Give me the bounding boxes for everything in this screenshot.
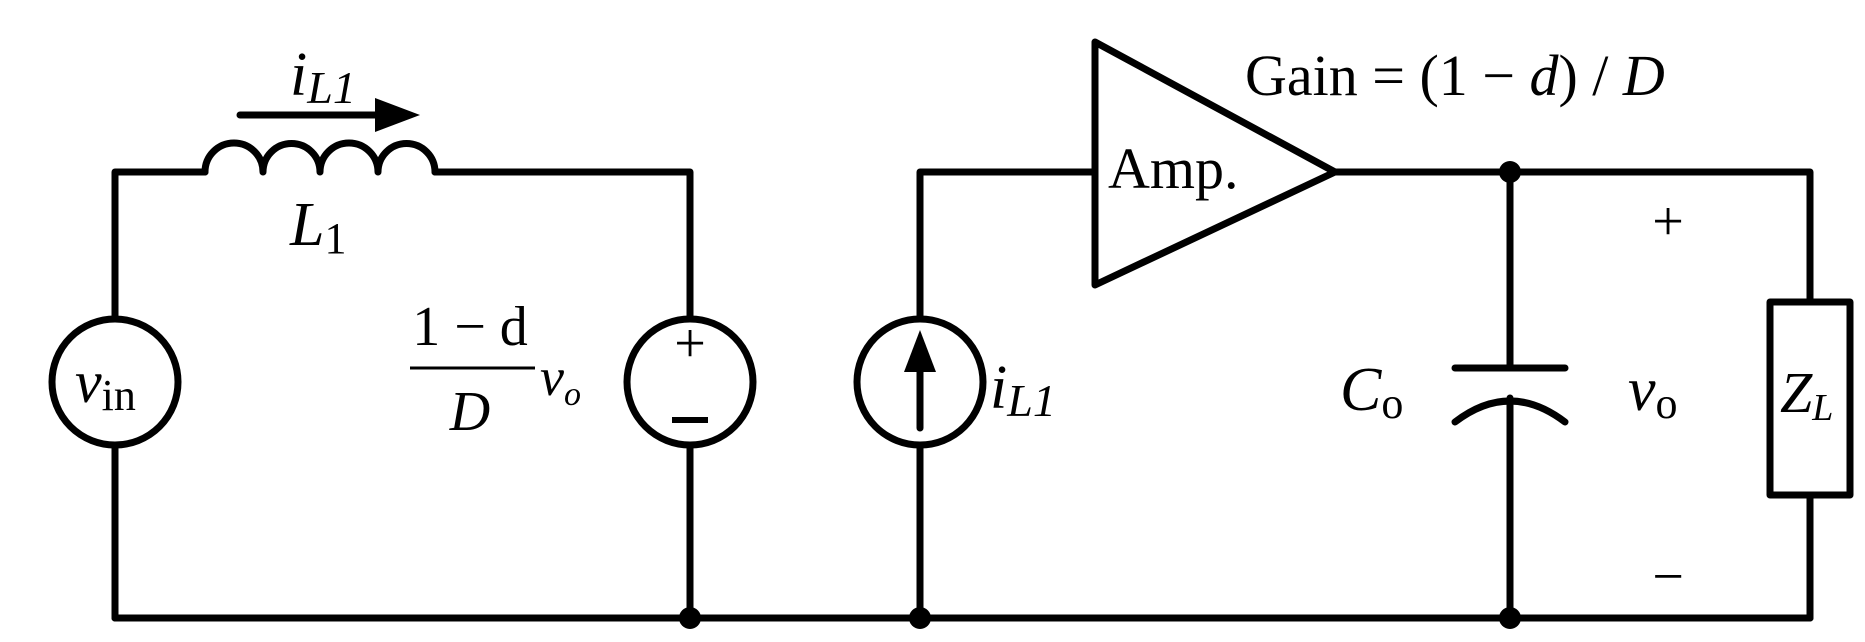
dependent-gain-numerator: 1 − d bbox=[412, 296, 528, 358]
right-section-wires bbox=[916, 168, 1814, 622]
current-source-label: iL1 bbox=[990, 354, 1056, 426]
current-source-arrow bbox=[904, 330, 936, 432]
junction-node bbox=[679, 607, 701, 629]
input-voltage-source bbox=[48, 315, 182, 449]
output-voltage-minus: − bbox=[1652, 546, 1684, 608]
dependent-voltage-source bbox=[623, 315, 757, 449]
dependent-gain-variable: vo bbox=[540, 347, 581, 413]
output-voltage-label: vo bbox=[1628, 356, 1678, 428]
load-label: ZL bbox=[1780, 360, 1833, 429]
input-source-label: vin bbox=[75, 349, 136, 420]
amplifier-gain: Gain = (1 − d) / D bbox=[1245, 43, 1665, 108]
capacitor-label: Co bbox=[1340, 356, 1403, 428]
left-loop-wires bbox=[111, 168, 694, 622]
inductor-current-label: iL1 bbox=[290, 41, 356, 113]
output-voltage-plus: + bbox=[1652, 191, 1684, 253]
inductor-coil bbox=[201, 139, 439, 176]
junction-nodes bbox=[679, 161, 1521, 629]
dependent-gain-denominator: D bbox=[449, 381, 490, 443]
inductor-label: L1 bbox=[289, 191, 346, 263]
load-impedance bbox=[1766, 298, 1854, 499]
junction-node bbox=[909, 607, 931, 629]
junction-node bbox=[1499, 161, 1521, 183]
inductor-current-arrow bbox=[236, 98, 420, 132]
junction-node bbox=[1499, 607, 1521, 629]
amplifier bbox=[1091, 38, 1339, 289]
amplifier-label: Amp. bbox=[1108, 136, 1239, 201]
output-capacitor bbox=[1451, 364, 1569, 426]
current-source bbox=[853, 315, 987, 449]
dependent-source-plus: + bbox=[674, 313, 706, 375]
dependent-gain-expression: 1 − d D vo bbox=[410, 296, 581, 443]
